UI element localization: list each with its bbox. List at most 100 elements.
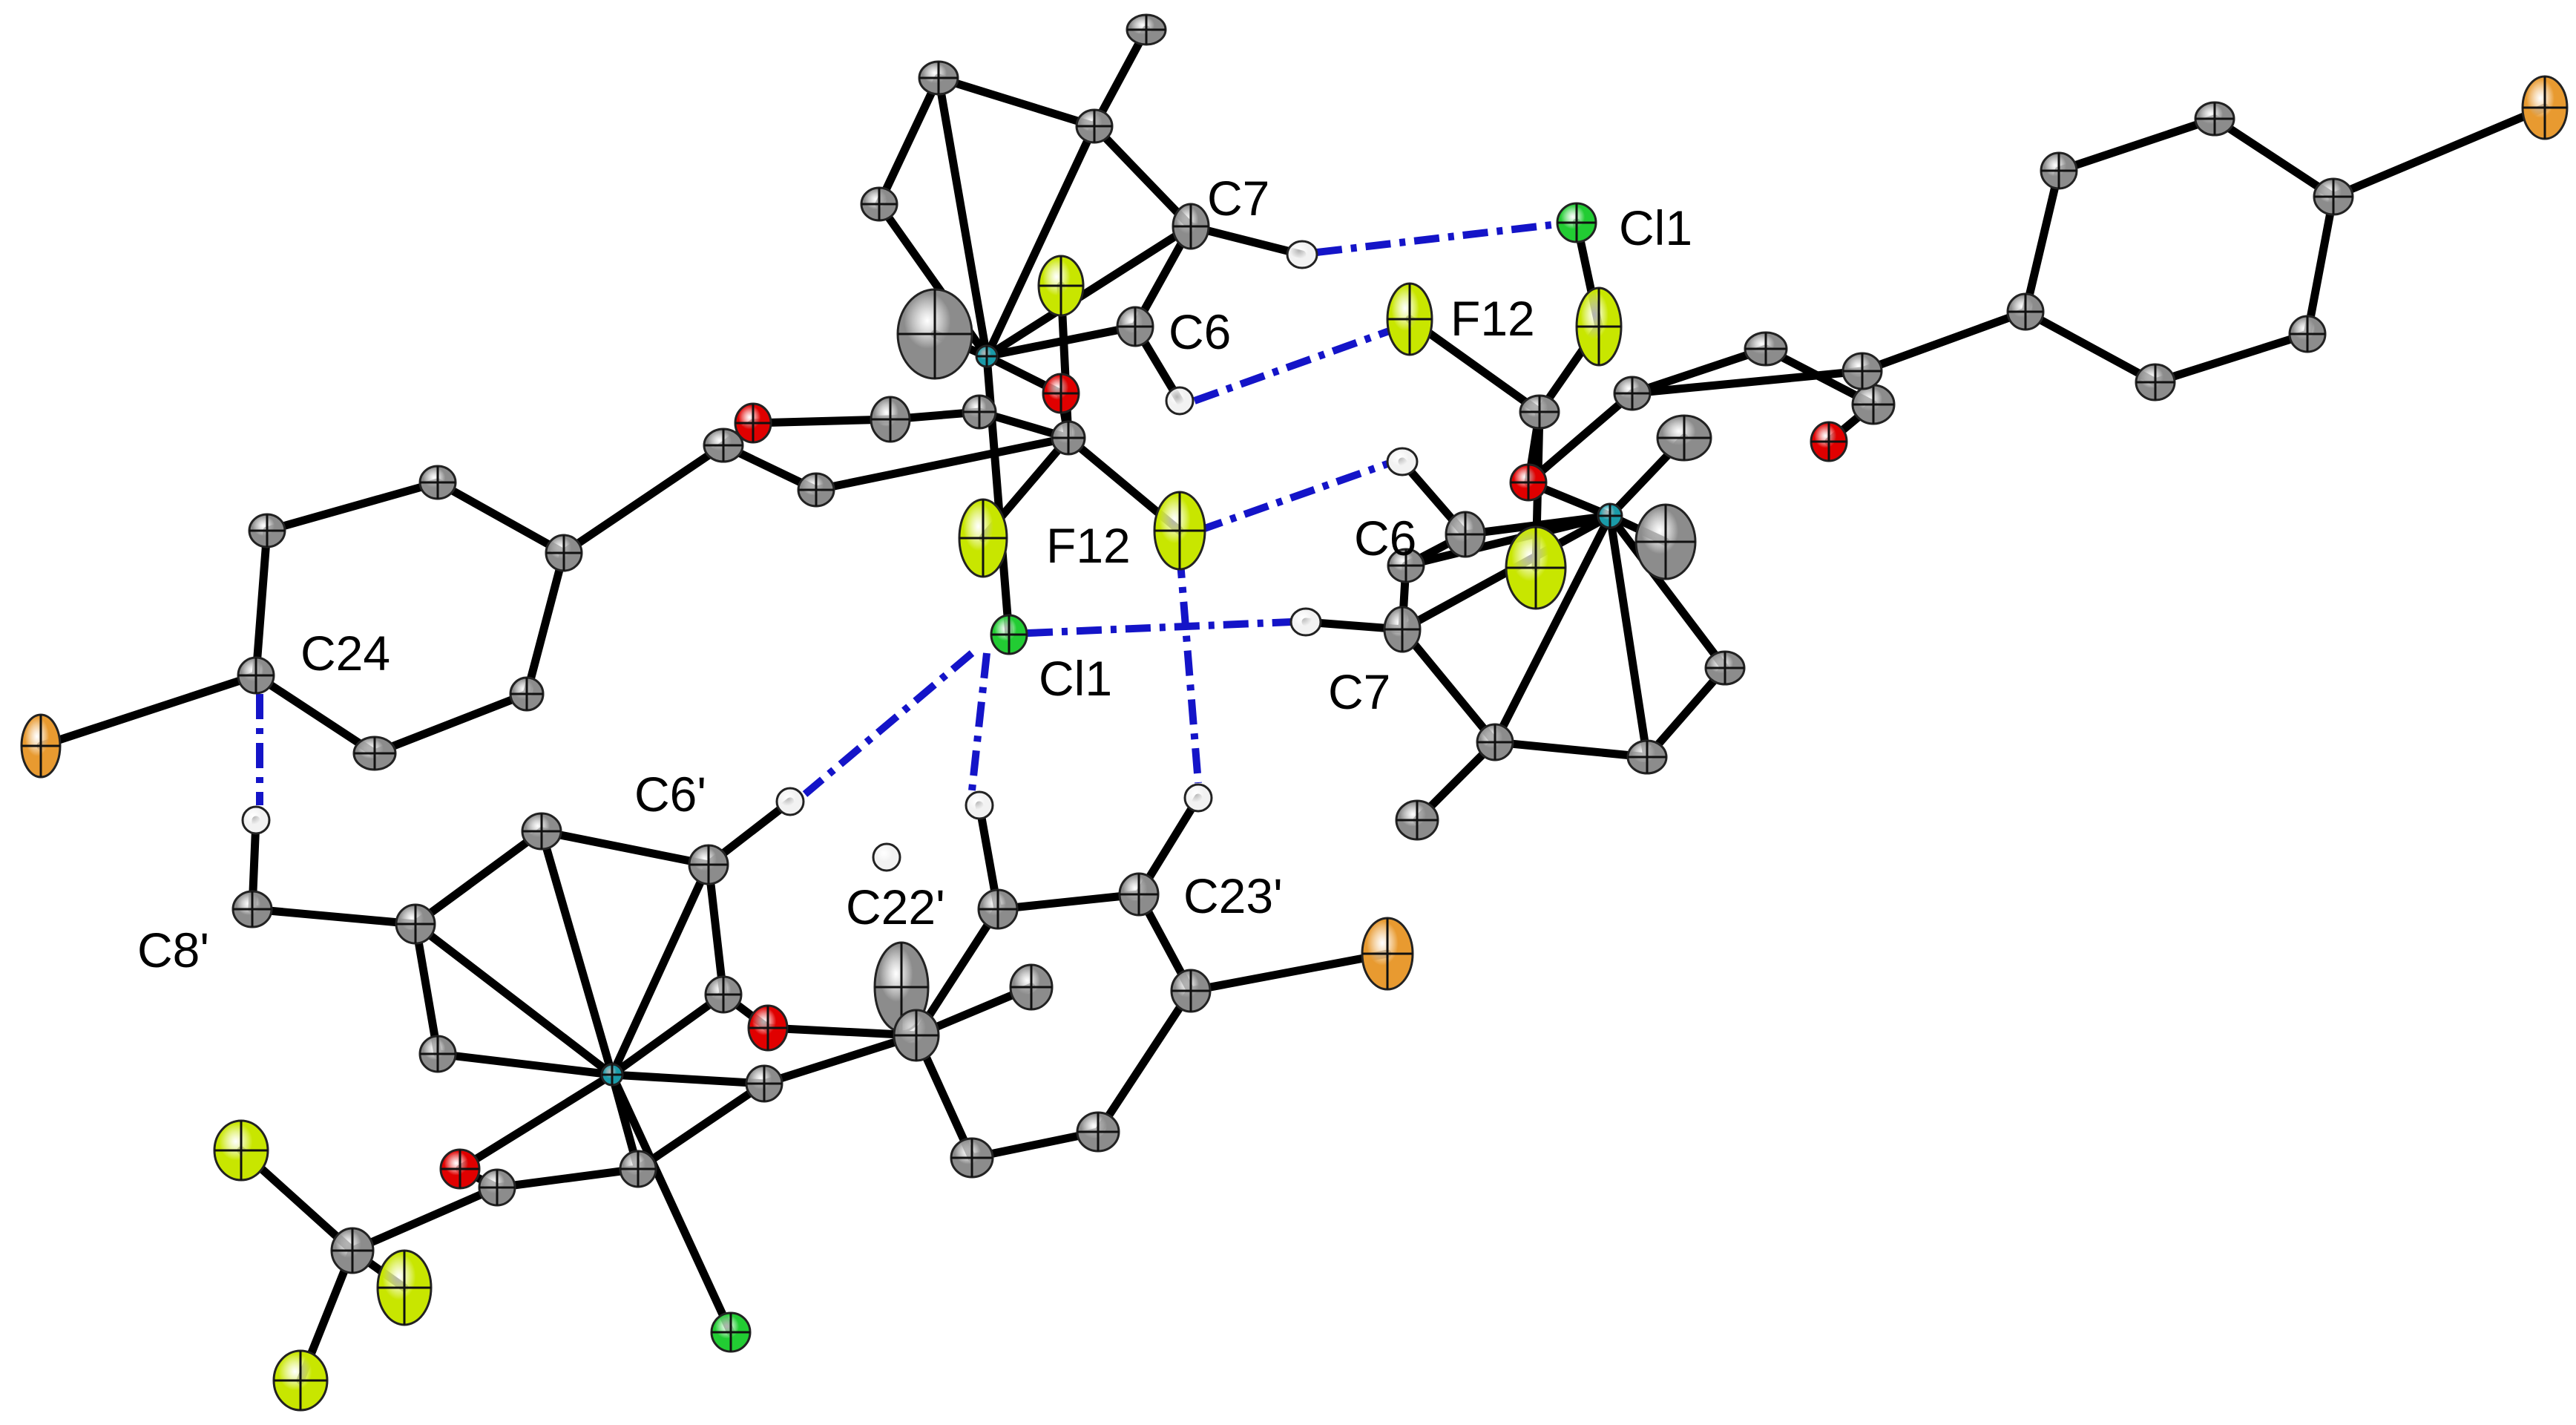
- atom-c: [2288, 315, 2327, 353]
- bond: [348, 1183, 502, 1255]
- atom-c: [962, 394, 997, 430]
- atom-c: [1387, 548, 1425, 583]
- bond: [248, 905, 420, 928]
- bond: [263, 478, 442, 535]
- atom-ru: [975, 344, 999, 368]
- bond: [1094, 986, 1195, 1136]
- bond: [456, 1070, 617, 1173]
- atom-f: [1575, 286, 1623, 367]
- atom-c: [2006, 292, 2045, 331]
- bond: [559, 441, 728, 557]
- atom-o: [1042, 373, 1080, 414]
- bond: [608, 990, 728, 1079]
- atom-c: [1634, 503, 1697, 580]
- bond: [1606, 511, 1652, 761]
- atom-c: [545, 534, 583, 572]
- atom-c: [1704, 650, 1746, 686]
- bond: [1524, 389, 1637, 487]
- atom-c: [521, 812, 562, 851]
- atom-c: [418, 1035, 457, 1073]
- hydrogen-bond-dashed-line: [1197, 460, 1389, 534]
- atom-br: [2521, 75, 2569, 140]
- atom-c: [1613, 376, 1652, 411]
- atom-c: [231, 890, 273, 928]
- bond: [1606, 511, 1729, 672]
- atom-c: [2194, 101, 2235, 137]
- hydrogen-bond-dashed-line: [802, 650, 975, 797]
- atom-h: [1183, 783, 1213, 813]
- atom-label: C6': [634, 767, 706, 822]
- atom-c: [1116, 306, 1154, 347]
- bond: [1491, 738, 1652, 761]
- atom-label: C22': [846, 879, 945, 934]
- atom-c: [918, 60, 959, 96]
- bond: [252, 671, 379, 758]
- bond: [2329, 103, 2549, 201]
- atom-label: Cl1: [1619, 200, 1692, 255]
- atom-c: [1656, 414, 1712, 462]
- bond: [934, 73, 991, 361]
- atom-c: [870, 396, 911, 443]
- bond: [2021, 166, 2063, 316]
- atom-c: [893, 1009, 940, 1062]
- bond: [537, 827, 713, 869]
- atoms-layer: [20, 13, 2569, 1412]
- atom-c: [860, 186, 898, 222]
- atom-c: [1841, 352, 1883, 390]
- atom-c: [509, 676, 545, 712]
- atom-label: F12: [1450, 291, 1535, 346]
- atom-h: [1289, 607, 1322, 637]
- atom-c: [1519, 394, 1560, 430]
- atom-c: [977, 888, 1019, 930]
- bond: [1643, 664, 1729, 761]
- bond: [1090, 122, 1195, 231]
- atom-cl: [1556, 202, 1597, 243]
- bond: [763, 1023, 921, 1040]
- atom-c: [619, 1150, 657, 1188]
- atom-c: [1476, 723, 1514, 761]
- atom-br: [1361, 917, 1414, 991]
- bond: [252, 526, 272, 680]
- atom-label: C6: [1169, 304, 1231, 359]
- bond: [2054, 114, 2219, 175]
- atom-h: [1386, 447, 1419, 476]
- bond: [1628, 344, 1770, 398]
- atom-cl: [990, 614, 1028, 655]
- bond: [411, 920, 442, 1058]
- atom-o: [734, 402, 772, 444]
- atom-f: [376, 1249, 433, 1326]
- atom-label: C6: [1354, 511, 1416, 566]
- bonds-layer: [36, 25, 2549, 1385]
- bond: [2303, 192, 2338, 338]
- hydrogen-bond-dashed-line: [1176, 552, 1202, 784]
- atom-o: [747, 1004, 789, 1052]
- bond: [982, 222, 1195, 361]
- atom-label: C8': [137, 923, 209, 977]
- atom-c: [352, 736, 397, 771]
- atom-c: [2313, 177, 2354, 216]
- atom-c: [1051, 420, 1086, 456]
- atom-label: F12: [1046, 518, 1131, 573]
- atom-f: [272, 1349, 329, 1412]
- atom-c: [478, 1168, 516, 1207]
- bond: [608, 1070, 769, 1088]
- atom-h: [872, 842, 901, 872]
- hydrogen-bond-dashed-line: [1027, 618, 1292, 637]
- bond: [411, 827, 546, 928]
- bond: [522, 548, 568, 698]
- atom-cl: [710, 1311, 752, 1353]
- bond: [875, 73, 943, 209]
- atom-o: [439, 1148, 481, 1190]
- bond: [370, 689, 531, 758]
- atom-c: [395, 903, 436, 945]
- bond: [2210, 114, 2338, 201]
- atom-o: [1810, 421, 1848, 462]
- atom-c: [1851, 384, 1896, 425]
- atom-c: [1395, 799, 1439, 841]
- bond: [982, 352, 1013, 639]
- atom-c: [2040, 151, 2078, 190]
- atom-f: [1153, 491, 1206, 571]
- bond: [537, 827, 617, 1079]
- bond: [1405, 315, 1544, 416]
